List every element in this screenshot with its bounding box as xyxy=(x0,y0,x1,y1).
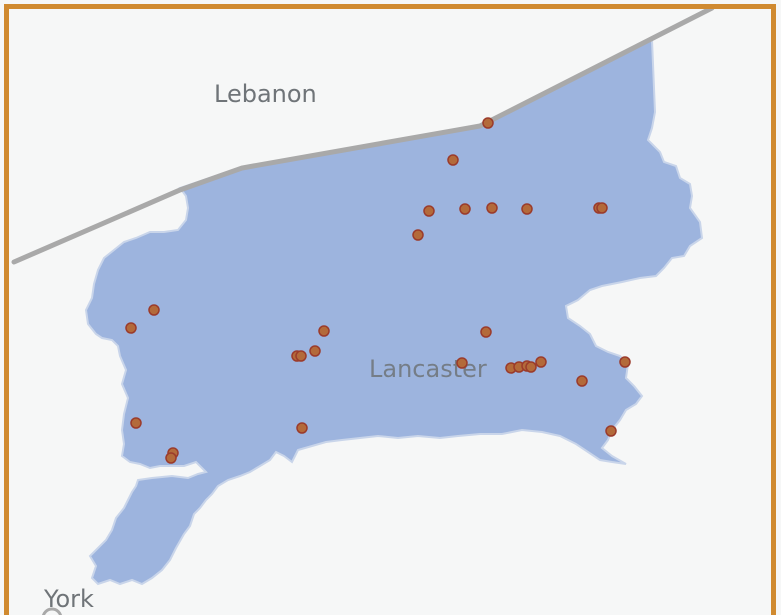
map-marker[interactable] xyxy=(576,375,588,387)
map-marker[interactable] xyxy=(619,356,631,368)
map-marker[interactable] xyxy=(480,326,492,338)
map-marker[interactable] xyxy=(165,452,177,464)
map-marker[interactable] xyxy=(318,325,330,337)
county-boundary-line xyxy=(11,5,715,265)
york-boundary-marker xyxy=(41,607,63,615)
label-york: York xyxy=(43,585,94,613)
map-marker[interactable] xyxy=(482,117,494,129)
map-marker[interactable] xyxy=(535,356,547,368)
map-marker[interactable] xyxy=(296,422,308,434)
map-marker[interactable] xyxy=(125,322,137,334)
map-marker[interactable] xyxy=(130,417,142,429)
marker-group xyxy=(125,117,631,464)
map-marker[interactable] xyxy=(525,361,537,373)
map-marker[interactable] xyxy=(423,205,435,217)
map-border xyxy=(4,4,776,615)
lancaster-county-region[interactable] xyxy=(84,38,704,586)
map-marker[interactable] xyxy=(486,202,498,214)
map-marker[interactable] xyxy=(459,203,471,215)
map-marker[interactable] xyxy=(456,357,468,369)
label-lancaster: Lancaster xyxy=(369,355,487,383)
map-marker[interactable] xyxy=(295,350,307,362)
label-lebanon: Lebanon xyxy=(214,80,317,108)
map-marker[interactable] xyxy=(596,202,608,214)
map-marker[interactable] xyxy=(309,345,321,357)
map-marker[interactable] xyxy=(412,229,424,241)
map-marker[interactable] xyxy=(447,154,459,166)
map-marker[interactable] xyxy=(605,425,617,437)
map-marker[interactable] xyxy=(521,203,533,215)
map-marker[interactable] xyxy=(148,304,160,316)
